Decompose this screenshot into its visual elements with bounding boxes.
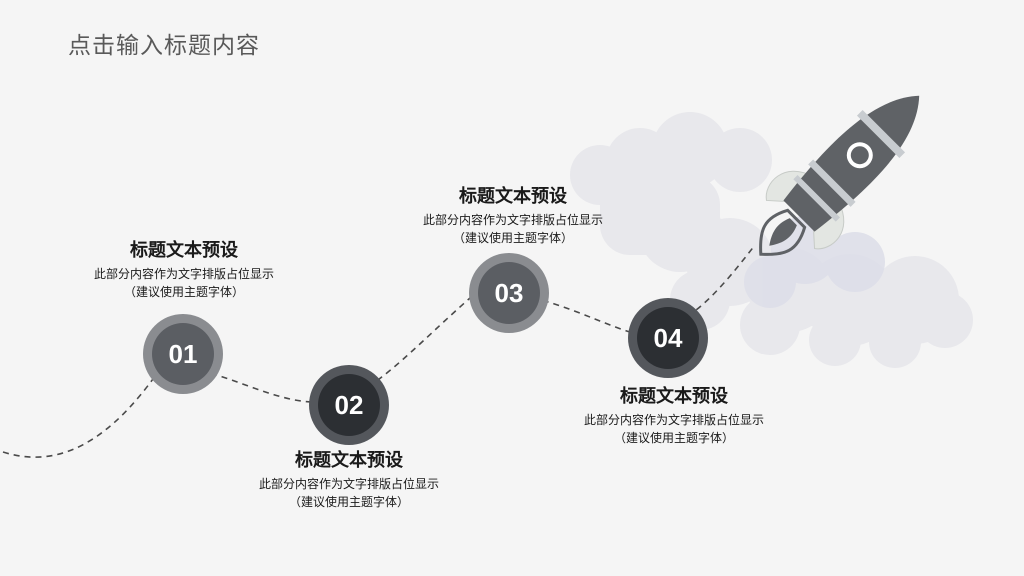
step-desc-line1: 此部分内容作为文字排版占位显示 bbox=[258, 477, 439, 491]
step-circle-01 bbox=[143, 314, 223, 394]
step-number-04: 04 bbox=[653, 323, 683, 353]
step-desc-line2: （建议使用主题字体） bbox=[288, 495, 409, 509]
step-desc-line2: （建议使用主题字体） bbox=[452, 231, 573, 245]
step-circle-03 bbox=[469, 253, 549, 333]
step-heading: 标题文本预设 bbox=[620, 386, 728, 407]
slide-title[interactable]: 点击输入标题内容 bbox=[68, 33, 260, 59]
step-heading: 标题文本预设 bbox=[459, 186, 567, 207]
step-circle-04 bbox=[628, 298, 708, 378]
step-desc-line1: 此部分内容作为文字排版占位显示 bbox=[93, 267, 274, 281]
rocket-icon bbox=[759, 95, 920, 256]
step-number-01: 01 bbox=[168, 339, 198, 369]
step-desc-line2: （建议使用主题字体） bbox=[613, 431, 734, 445]
step-text-03[interactable]: 标题文本预设 此部分内容作为文字排版占位显示 （建议使用主题字体） bbox=[393, 186, 633, 247]
step-heading: 标题文本预设 bbox=[295, 450, 403, 471]
step-number-03: 03 bbox=[494, 278, 524, 308]
step-desc-line2: （建议使用主题字体） bbox=[123, 285, 244, 299]
step-text-01[interactable]: 标题文本预设 此部分内容作为文字排版占位显示 （建议使用主题字体） bbox=[64, 240, 304, 301]
step-circle-02 bbox=[309, 365, 389, 445]
step-text-02[interactable]: 标题文本预设 此部分内容作为文字排版占位显示 （建议使用主题字体） bbox=[229, 450, 469, 511]
step-text-04[interactable]: 标题文本预设 此部分内容作为文字排版占位显示 （建议使用主题字体） bbox=[554, 386, 794, 447]
step-heading: 标题文本预设 bbox=[130, 240, 238, 261]
step-desc-line1: 此部分内容作为文字排版占位显示 bbox=[583, 413, 764, 427]
step-number-02: 02 bbox=[334, 390, 364, 420]
step-desc-line1: 此部分内容作为文字排版占位显示 bbox=[422, 213, 603, 227]
